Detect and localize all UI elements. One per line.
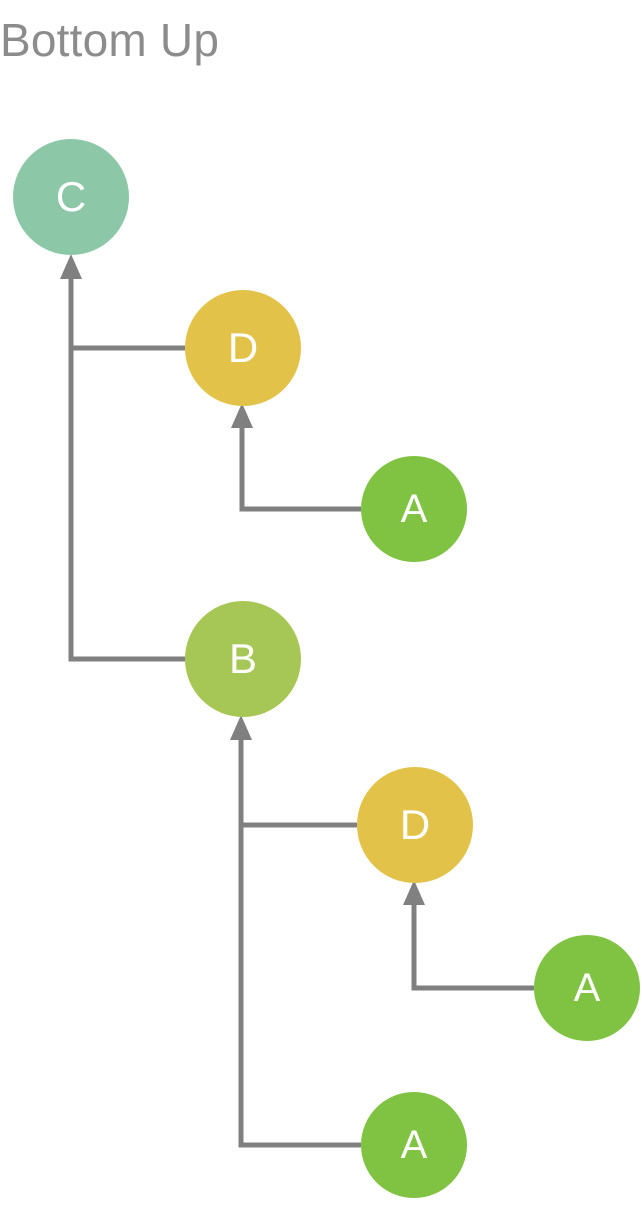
edge-line (239, 421, 361, 512)
node-a-upper[interactable]: A (361, 456, 467, 562)
edge-arrowhead-icon (230, 715, 252, 740)
node-d-upper[interactable]: D (185, 290, 301, 406)
edge-line (238, 733, 357, 828)
edge-line (238, 733, 361, 1148)
edge-line (68, 272, 185, 351)
node-label: A (400, 1123, 428, 1167)
node-label: B (228, 635, 257, 682)
node-label: A (573, 966, 601, 1010)
node-label: D (399, 801, 431, 848)
node-label: C (55, 173, 87, 220)
edge-line (411, 898, 534, 991)
page-title: Bottom Up (0, 14, 220, 66)
edge-arrowhead-icon (60, 254, 82, 279)
node-label: A (400, 487, 428, 531)
edge-line (68, 272, 185, 662)
edge-arrowhead-icon (231, 403, 253, 428)
edge-arrowhead-icon (403, 880, 425, 905)
node-b-mid[interactable]: B (185, 601, 301, 717)
node-d-lower[interactable]: D (357, 767, 473, 883)
node-a-bottom[interactable]: A (361, 1092, 467, 1198)
node-c-root[interactable]: C (13, 139, 129, 255)
node-a-lower-right[interactable]: A (534, 935, 640, 1041)
node-label: D (227, 324, 259, 371)
